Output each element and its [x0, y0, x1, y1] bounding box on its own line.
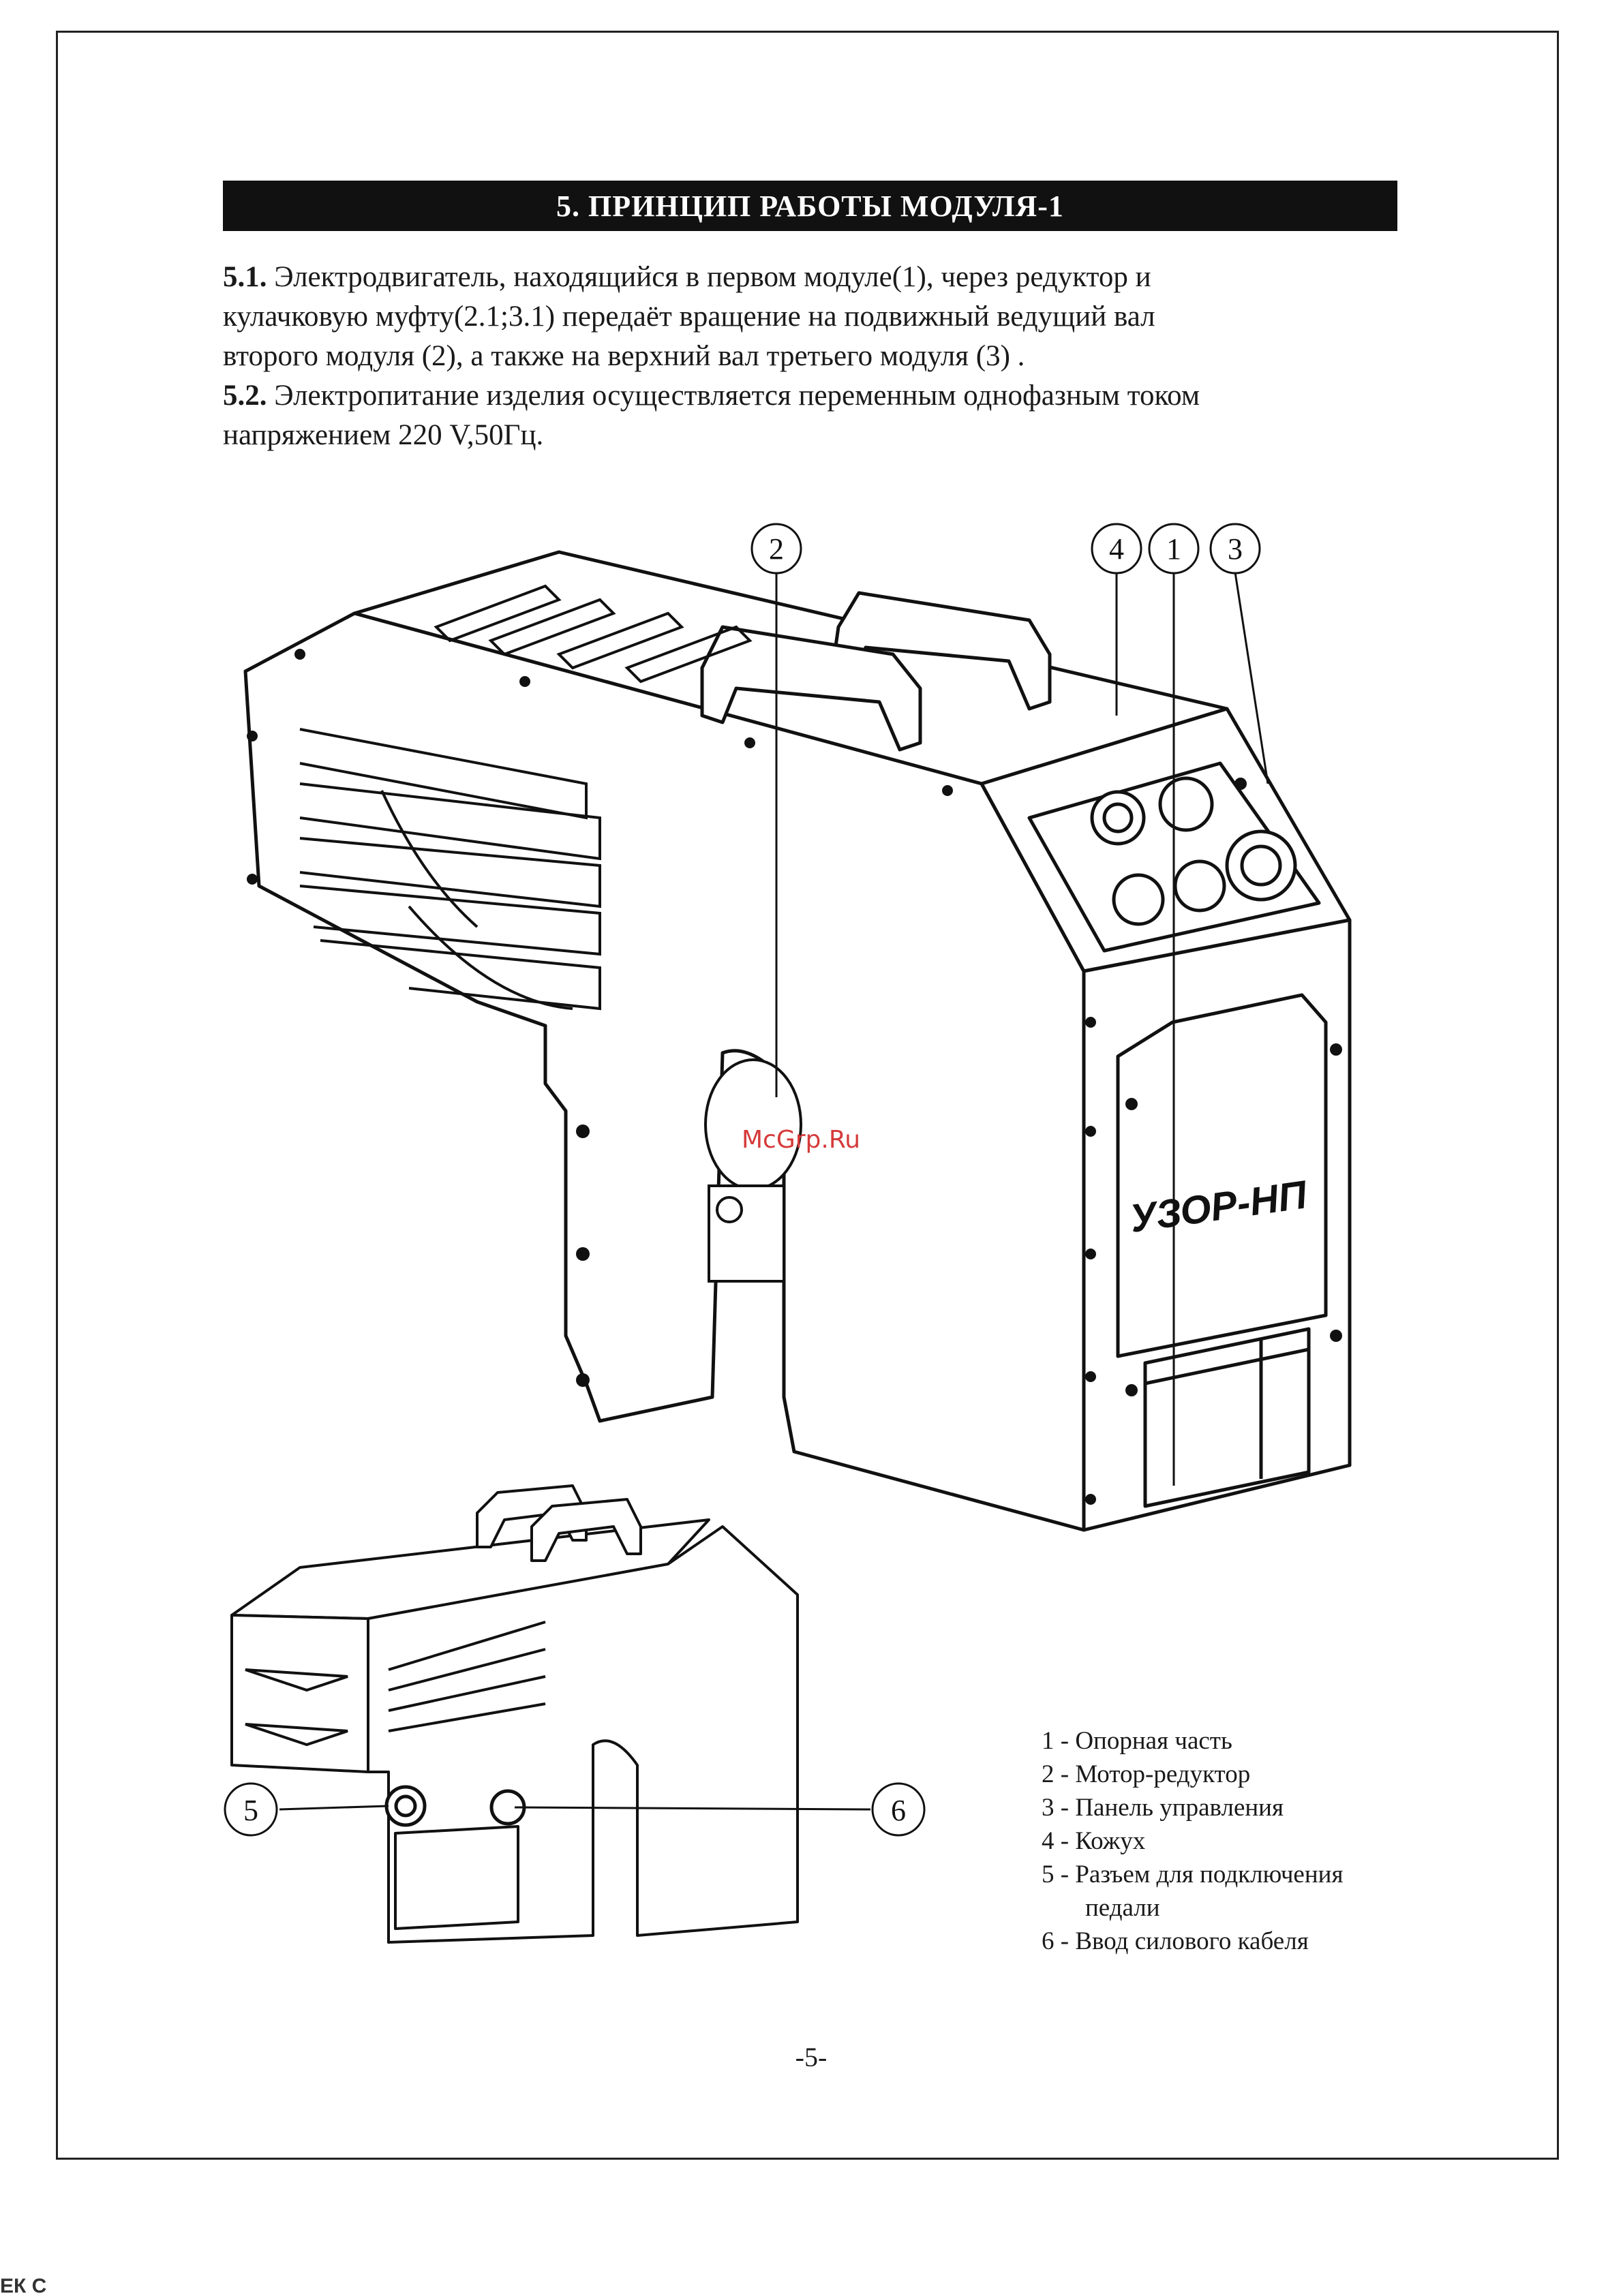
- callout-4: [1091, 523, 1142, 575]
- callout-2: [750, 523, 802, 575]
- callout-3-label: 3: [1228, 532, 1243, 566]
- para-text: Электропитание изделия осуществляется пе…: [267, 380, 1200, 412]
- callout-6-label: 6: [891, 1794, 906, 1827]
- callout-4-label: 4: [1109, 532, 1124, 566]
- paragraph-5-1-line3: второго модуля (2), а также на верхний в…: [223, 340, 1025, 372]
- page-number: -5-: [795, 2042, 828, 2072]
- paragraph-5-1-line1: 5.1. Электродвигатель, находящийся в пер…: [223, 258, 1423, 297]
- handle-front: [700, 625, 922, 752]
- legend-item: 4 - Кожух: [1042, 1827, 1146, 1855]
- small-left-box: [230, 1614, 369, 1773]
- para-text: Электродвигатель, находящийся в первом м…: [267, 261, 1151, 293]
- legend-item: 1 - Опорная часть: [1042, 1727, 1232, 1755]
- para-number: 5.1.: [223, 261, 267, 293]
- small-front-window: [394, 1825, 519, 1930]
- legend-item: 6 - Ввод силового кабеля: [1042, 1927, 1309, 1955]
- watermark: McGrp.Ru: [742, 1126, 861, 1154]
- main-left-panel: [243, 611, 1086, 1532]
- legend-item: 2 - Мотор-редуктор: [1042, 1760, 1251, 1788]
- paragraph-5-2-line1: 5.2. Электропитание изделия осуществляет…: [223, 376, 1423, 416]
- callout-2-label: 2: [769, 532, 784, 566]
- page-frame: [56, 31, 1559, 2160]
- legend-item: 3 - Панель управления: [1042, 1794, 1284, 1822]
- callout-3: [1209, 523, 1261, 575]
- legend-item-continuation: педали: [1085, 1894, 1160, 1922]
- section-title: 5. ПРИНЦИП РАБОТЫ МОДУЛЯ-1: [223, 181, 1397, 231]
- front-label-plate: [1116, 993, 1328, 1358]
- callout-5-label: 5: [243, 1794, 258, 1827]
- callout-5: [224, 1782, 278, 1837]
- paragraph-5-1-line2: кулачковую муфту(2.1;3.1) передаёт враще…: [223, 301, 1155, 333]
- para-number: 5.2.: [223, 380, 267, 412]
- legend-item: 5 - Разъем для подключения: [1042, 1861, 1344, 1888]
- callout-1-label: 1: [1166, 532, 1181, 566]
- bottom-text-fragment: ЕК С: [0, 2275, 47, 2296]
- parts-legend: 1 - Опорная часть 2 - Мотор-редуктор 3 -…: [1042, 1724, 1343, 1958]
- callout-6: [871, 1782, 926, 1837]
- callout-1: [1148, 523, 1200, 575]
- paragraph-5-2-line2: напряжением 220 V,50Гц.: [223, 419, 544, 451]
